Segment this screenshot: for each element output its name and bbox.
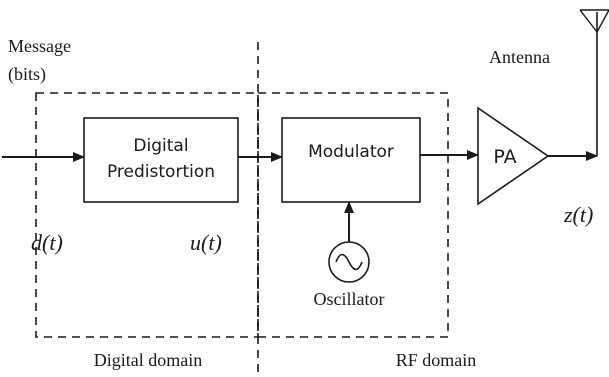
signal-d-t: d(t) [31, 230, 63, 255]
signal-z-t: z(t) [563, 202, 593, 227]
dpd-label-line1: Digital [133, 136, 188, 156]
antenna-label: Antenna [489, 47, 550, 67]
pa-amplifier [477, 106, 550, 206]
rf-domain-label: RF domain [396, 350, 477, 370]
pa-label: PA [493, 146, 516, 168]
antenna-icon [579, 9, 609, 33]
dpd-block [83, 117, 239, 203]
signal-u-t: u(t) [190, 230, 222, 255]
oscillator-icon [328, 241, 370, 283]
digital-domain-label: Digital domain [94, 350, 202, 370]
modulator-block [281, 117, 421, 203]
modulator-label: Modulator [308, 142, 394, 162]
dpd-label-line2: Predistortion [107, 162, 215, 182]
oscillator-label: Oscillator [314, 289, 385, 309]
message-label-line1: Message [8, 36, 71, 56]
message-label-line2: (bits) [8, 64, 46, 85]
